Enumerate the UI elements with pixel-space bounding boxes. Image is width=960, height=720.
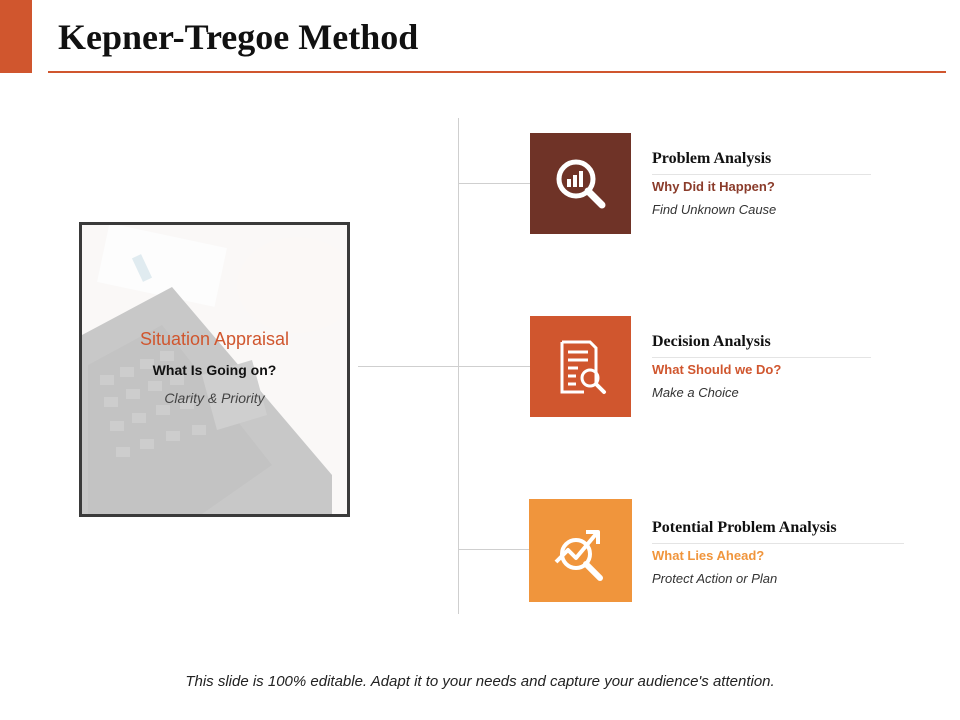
problem-analysis-text: Problem Analysis Why Did it Happen? Find…	[652, 150, 871, 217]
decision-analysis-icon-box	[530, 316, 631, 417]
situation-appraisal-text: Situation Appraisal What Is Going on? Cl…	[82, 329, 347, 406]
potential-problem-analysis-icon-box	[529, 499, 632, 602]
problem-analysis-question: Why Did it Happen?	[652, 179, 871, 194]
decision-analysis-question: What Should we Do?	[652, 362, 871, 377]
connector-potential	[458, 549, 530, 550]
problem-analysis-icon-box	[530, 133, 631, 234]
potential-problem-analysis-text: Potential Problem Analysis What Lies Ahe…	[652, 519, 904, 586]
header-accent-block	[0, 0, 32, 73]
problem-analysis-note: Find Unknown Cause	[652, 202, 871, 217]
decision-analysis-text: Decision Analysis What Should we Do? Mak…	[652, 333, 871, 400]
potential-problem-analysis-title: Potential Problem Analysis	[652, 519, 904, 544]
title-underline	[48, 71, 946, 73]
connector-problem	[458, 183, 530, 184]
connector-decision	[458, 366, 530, 367]
situation-appraisal-note: Clarity & Priority	[82, 390, 347, 406]
page-title: Kepner-Tregoe Method	[58, 16, 418, 58]
situation-appraisal-card: Situation Appraisal What Is Going on? Cl…	[79, 222, 350, 517]
footer-note: This slide is 100% editable. Adapt it to…	[0, 673, 960, 690]
problem-analysis-title: Problem Analysis	[652, 150, 871, 175]
situation-appraisal-question: What Is Going on?	[82, 362, 347, 378]
connector-situation	[358, 366, 458, 367]
decision-analysis-title: Decision Analysis	[652, 333, 871, 358]
situation-appraisal-title: Situation Appraisal	[82, 329, 347, 350]
magnifier-bar-chart-icon	[550, 153, 612, 215]
decision-analysis-note: Make a Choice	[652, 385, 871, 400]
potential-problem-analysis-note: Protect Action or Plan	[652, 571, 904, 586]
trend-search-icon	[550, 520, 612, 582]
document-search-icon	[550, 336, 612, 398]
potential-problem-analysis-question: What Lies Ahead?	[652, 548, 904, 563]
